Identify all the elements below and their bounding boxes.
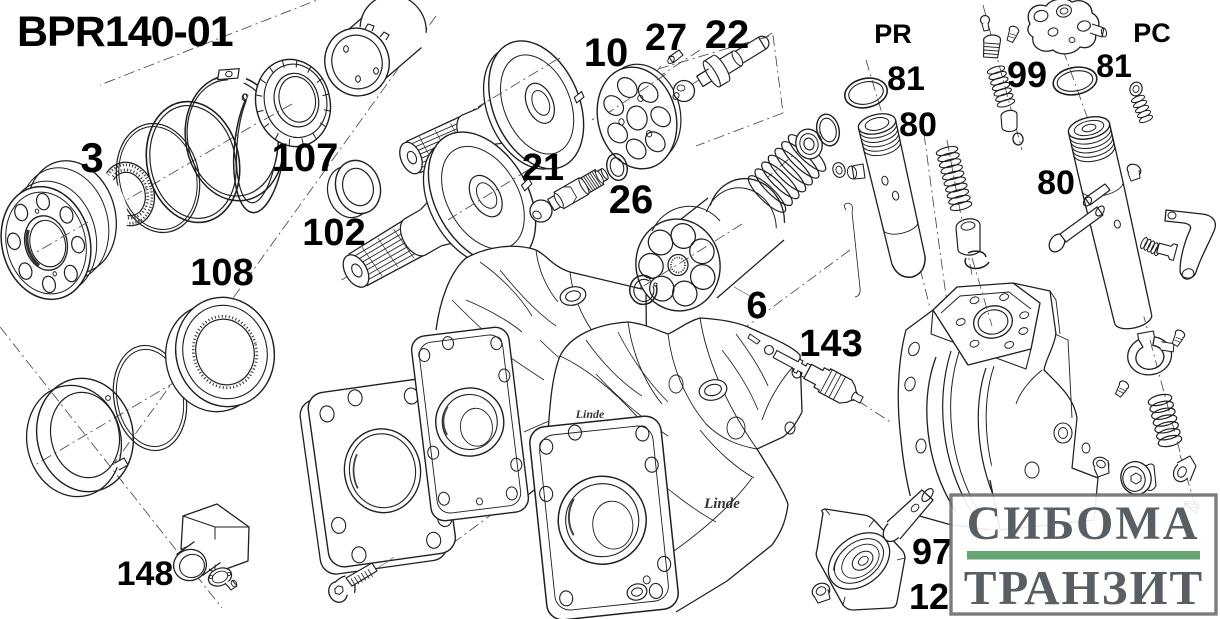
svg-text:21: 21 <box>522 147 564 189</box>
svg-text:Linde: Linde <box>575 407 605 421</box>
svg-text:PR: PR <box>874 19 912 49</box>
svg-text:12: 12 <box>909 576 949 617</box>
svg-text:143: 143 <box>799 323 862 365</box>
svg-text:22: 22 <box>705 13 750 57</box>
svg-text:6: 6 <box>746 285 767 327</box>
svg-text:80: 80 <box>899 106 937 144</box>
svg-text:BPR140-01: BPR140-01 <box>17 8 233 56</box>
svg-text:108: 108 <box>190 252 253 294</box>
svg-text:3: 3 <box>80 134 103 181</box>
svg-text:27: 27 <box>645 17 687 59</box>
svg-text:ТРАНЗИТ: ТРАНЗИТ <box>964 560 1205 615</box>
svg-text:26: 26 <box>609 178 654 222</box>
svg-text:102: 102 <box>302 212 365 254</box>
svg-text:10: 10 <box>584 31 629 75</box>
svg-text:СИБОМА: СИБОМА <box>967 497 1200 550</box>
svg-text:PC: PC <box>1133 18 1171 48</box>
svg-text:81: 81 <box>887 60 925 98</box>
svg-text:107: 107 <box>272 136 339 180</box>
svg-text:Linde: Linde <box>703 496 740 512</box>
svg-text:81: 81 <box>1096 48 1132 84</box>
svg-text:80: 80 <box>1037 164 1075 202</box>
svg-text:97: 97 <box>912 531 952 572</box>
svg-text:99: 99 <box>1007 54 1047 95</box>
svg-text:148: 148 <box>117 555 174 593</box>
